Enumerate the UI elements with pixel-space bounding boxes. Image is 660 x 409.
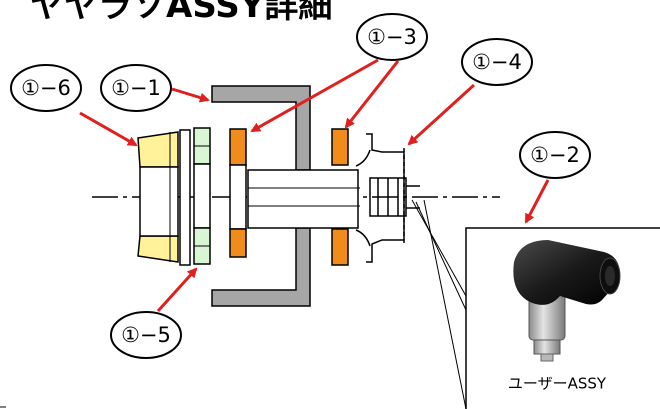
part-1-3-orange-right [331, 128, 349, 266]
callout-circle-1-3 [356, 13, 428, 61]
shaft [247, 169, 360, 229]
inset-connector-top [411, 199, 467, 297]
elbow-fitting-image [513, 240, 621, 362]
callout-circle-1-4 [461, 38, 533, 86]
page-title: ヤヤラソASSY詳細 [30, 0, 333, 26]
callout-circle-1-2 [519, 131, 591, 179]
label-1-4: ①−4 [472, 50, 522, 74]
label-1-6: ①−6 [21, 76, 71, 100]
arrow-1-5 [156, 267, 198, 313]
inset-caption: ユーザーASSY [507, 374, 607, 393]
arrow-1-3-right [344, 60, 400, 129]
arrow-1-3-left [250, 58, 379, 133]
inset-connector-bottom [423, 199, 467, 409]
part-1-5-green [193, 127, 211, 265]
part-1-6-yellow [137, 131, 179, 263]
part-1-4-fitting [355, 133, 420, 263]
gasket-outline [179, 129, 191, 266]
arrow-1-6 [79, 111, 138, 147]
part-1-3-orange-left [229, 128, 247, 258]
arrow-1-2 [524, 179, 550, 224]
label-1-2: ①−2 [530, 143, 580, 167]
callout-circle-1-1 [100, 64, 172, 112]
callout-circle-1-6 [10, 64, 82, 112]
label-1-5: ①−5 [121, 323, 171, 347]
label-1-1: ①−1 [111, 76, 161, 100]
part-1-1-gray-bracket [211, 85, 311, 307]
label-1-3: ①−3 [367, 25, 417, 49]
callout-circle-1-5 [110, 311, 182, 359]
inset-connector-mid [415, 201, 467, 311]
arrow-1-1 [171, 87, 210, 103]
arrow-1-4 [407, 83, 476, 146]
